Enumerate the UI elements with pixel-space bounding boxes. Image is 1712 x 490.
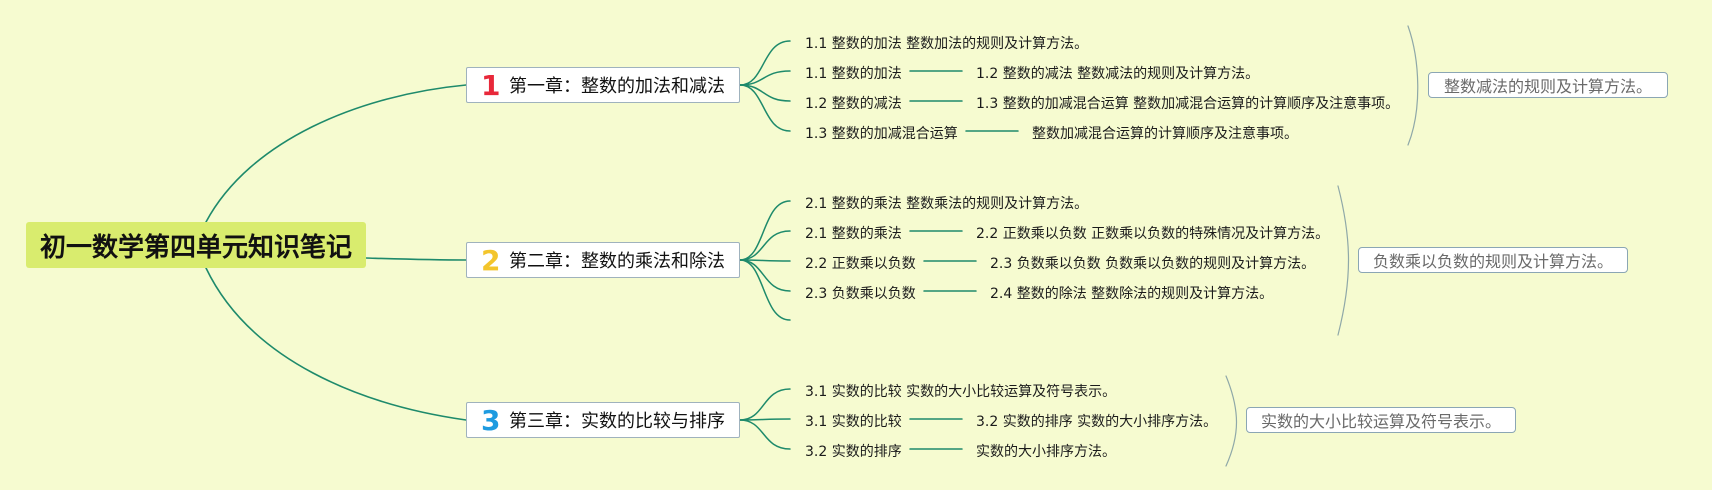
- chapter-3-summary[interactable]: 实数的大小比较运算及符号表示。: [1246, 407, 1516, 433]
- chapter-2-title: 第二章：整数的乘法和除法: [509, 251, 725, 272]
- chapter-3-summary-bracket: [1225, 375, 1238, 467]
- chapter-1-row-3-left[interactable]: 1.2 整数的减法: [805, 96, 902, 112]
- chapter-2-summary-text: 负数乘以负数的规则及计算方法。: [1372, 252, 1613, 271]
- chapter-1-branch-line-4: [739, 84, 791, 132]
- chapter-1-row-1-left[interactable]: 1.1 整数的加法 整数加法的规则及计算方法。: [805, 36, 1089, 52]
- chapter-2-summary-bracket: [1337, 185, 1350, 336]
- chapter-2-topic[interactable]: 2 第二章：整数的乘法和除法: [466, 242, 740, 278]
- chapter-2-branch-line-5: [739, 259, 791, 321]
- chapter-2-summary[interactable]: 负数乘以负数的规则及计算方法。: [1358, 247, 1628, 273]
- chapter-3-row-3-left[interactable]: 3.2 实数的排序: [805, 444, 902, 460]
- chapter-3-title: 第三章：实数的比较与排序: [509, 411, 725, 432]
- chapter-3-summary-text: 实数的大小比较运算及符号表示。: [1260, 412, 1501, 431]
- chapter-3-topic[interactable]: 3 第三章：实数的比较与排序: [466, 402, 740, 438]
- chapter-2-row-2-right[interactable]: 2.2 正数乘以负数 正数乘以负数的特殊情况及计算方法。: [976, 226, 1330, 242]
- chapter-2-branch-line-2: [739, 230, 791, 261]
- chapter-2-branch-line-1: [739, 200, 791, 261]
- chapter-1-number-icon: 1: [481, 68, 501, 102]
- chapter-1-summary-text: 整数减法的规则及计算方法。: [1443, 77, 1652, 96]
- chapter-1-branch-line-1: [739, 40, 791, 86]
- chapter-1-summary[interactable]: 整数减法的规则及计算方法。: [1428, 72, 1668, 98]
- chapter-1-row-4-left[interactable]: 1.3 整数的加减混合运算: [805, 126, 958, 142]
- root-to-chapter-3-line: [205, 267, 467, 421]
- chapter-1-topic[interactable]: 1 第一章：整数的加法和减法: [466, 67, 740, 103]
- chapter-3-row-3-right[interactable]: 实数的大小排序方法。: [976, 444, 1116, 460]
- chapter-1-title: 第一章：整数的加法和减法: [509, 76, 725, 97]
- chapter-2-row-3-left[interactable]: 2.2 正数乘以负数: [805, 256, 916, 272]
- chapter-2-branch-line-4: [739, 259, 791, 292]
- chapter-1-branch-line-2: [739, 70, 791, 86]
- chapter-3-branch-line-3: [739, 419, 791, 450]
- root-topic[interactable]: 初一数学第四单元知识笔记: [26, 222, 366, 268]
- chapter-1-summary-bracket: [1407, 25, 1419, 146]
- root-to-chapter-1-line: [205, 84, 467, 223]
- chapter-2-row-4-right[interactable]: 2.4 整数的除法 整数除法的规则及计算方法。: [990, 286, 1274, 302]
- chapter-2-row-1-left[interactable]: 2.1 整数的乘法 整数乘法的规则及计算方法。: [805, 196, 1089, 212]
- chapter-2-row-2-left[interactable]: 2.1 整数的乘法: [805, 226, 902, 242]
- chapter-1-row-2-right[interactable]: 1.2 整数的减法 整数减法的规则及计算方法。: [976, 66, 1260, 82]
- chapter-3-row-2-left[interactable]: 3.1 实数的比较: [805, 414, 902, 430]
- chapter-3-number-icon: 3: [481, 403, 501, 437]
- root-to-chapter-2-line: [365, 257, 467, 261]
- chapter-2-number-icon: 2: [481, 243, 501, 277]
- chapter-3-branch-line-1: [739, 388, 791, 421]
- chapter-3-row-1-left[interactable]: 3.1 实数的比较 实数的大小比较运算及符号表示。: [805, 384, 1117, 400]
- chapter-2-row-3-right[interactable]: 2.3 负数乘以负数 负数乘以负数的规则及计算方法。: [990, 256, 1316, 272]
- chapter-1-row-4-right[interactable]: 整数加减混合运算的计算顺序及注意事项。: [1032, 126, 1298, 142]
- chapter-1-row-3-right[interactable]: 1.3 整数的加减混合运算 整数加减混合运算的计算顺序及注意事项。: [976, 96, 1400, 112]
- chapter-2-row-4-left[interactable]: 2.3 负数乘以负数: [805, 286, 916, 302]
- root-title: 初一数学第四单元知识笔记: [39, 232, 352, 263]
- chapter-3-row-2-right[interactable]: 3.2 实数的排序 实数的大小排序方法。: [976, 414, 1218, 430]
- chapter-1-row-2-left[interactable]: 1.1 整数的加法: [805, 66, 902, 82]
